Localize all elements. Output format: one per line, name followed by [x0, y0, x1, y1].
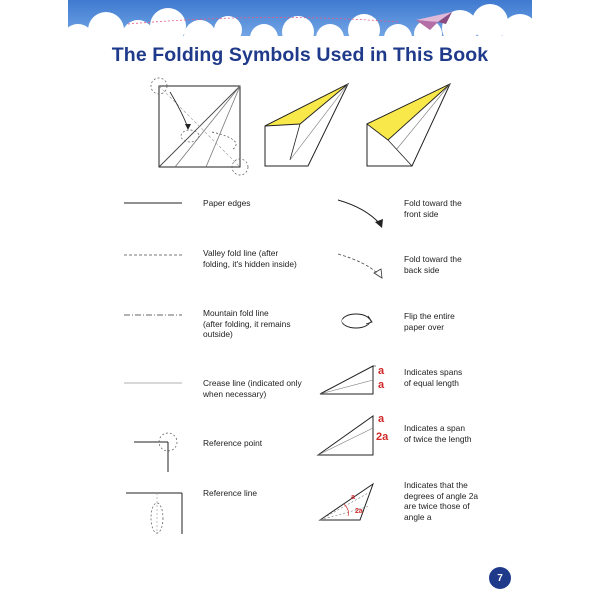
label-fold-back: Fold toward the back side [404, 254, 462, 275]
label-flip-paper: Flip the entire paper over [404, 311, 455, 332]
label-valley-fold: Valley fold line (after folding, it's hi… [203, 248, 297, 269]
angle-mark-a: a [351, 494, 355, 501]
span-mark-a-lower: a [378, 379, 385, 391]
equal-span-triangle [319, 365, 376, 395]
square-fold-diagram [150, 77, 249, 176]
page-number-badge: 7 [489, 567, 511, 589]
label-reference-point: Reference point [203, 438, 263, 448]
label-fold-front: Fold toward the front side [404, 198, 462, 219]
label-paper-edges: Paper edges [203, 198, 251, 208]
fold-front-arrow-icon [337, 199, 383, 228]
page-title: The Folding Symbols Used in This Book [111, 44, 489, 66]
fold-back-arrow-icon [337, 253, 383, 279]
span-mark-a-upper: a [378, 365, 385, 377]
sky-header-banner [68, 0, 532, 46]
reference-line-symbol [126, 492, 183, 534]
label-equal-spans: Indicates spans of equal length [404, 367, 463, 388]
angle-mark-2a: 2a [355, 508, 363, 515]
span-mark-2a: 2a [376, 431, 389, 443]
span-mark-a: a [378, 413, 385, 425]
label-reference-line: Reference line [203, 488, 258, 498]
twice-span-triangle [316, 415, 374, 456]
folded-paper-step-2 [366, 82, 452, 167]
label-twice-span: Indicates a span of twice the length [404, 423, 472, 444]
folded-paper-step-1 [264, 82, 350, 167]
flip-paper-icon [341, 313, 373, 329]
twice-angle-triangle [318, 482, 374, 521]
label-twice-angle: Indicates that the degrees of angle 2a a… [404, 480, 479, 522]
reference-point-symbol [134, 432, 178, 472]
label-mountain-fold: Mountain fold line (after folding, it re… [203, 308, 291, 339]
paper-plane-icon [416, 12, 452, 30]
folding-illustrations [150, 77, 452, 176]
label-crease-line: Crease line (indicated only when necessa… [203, 378, 302, 399]
